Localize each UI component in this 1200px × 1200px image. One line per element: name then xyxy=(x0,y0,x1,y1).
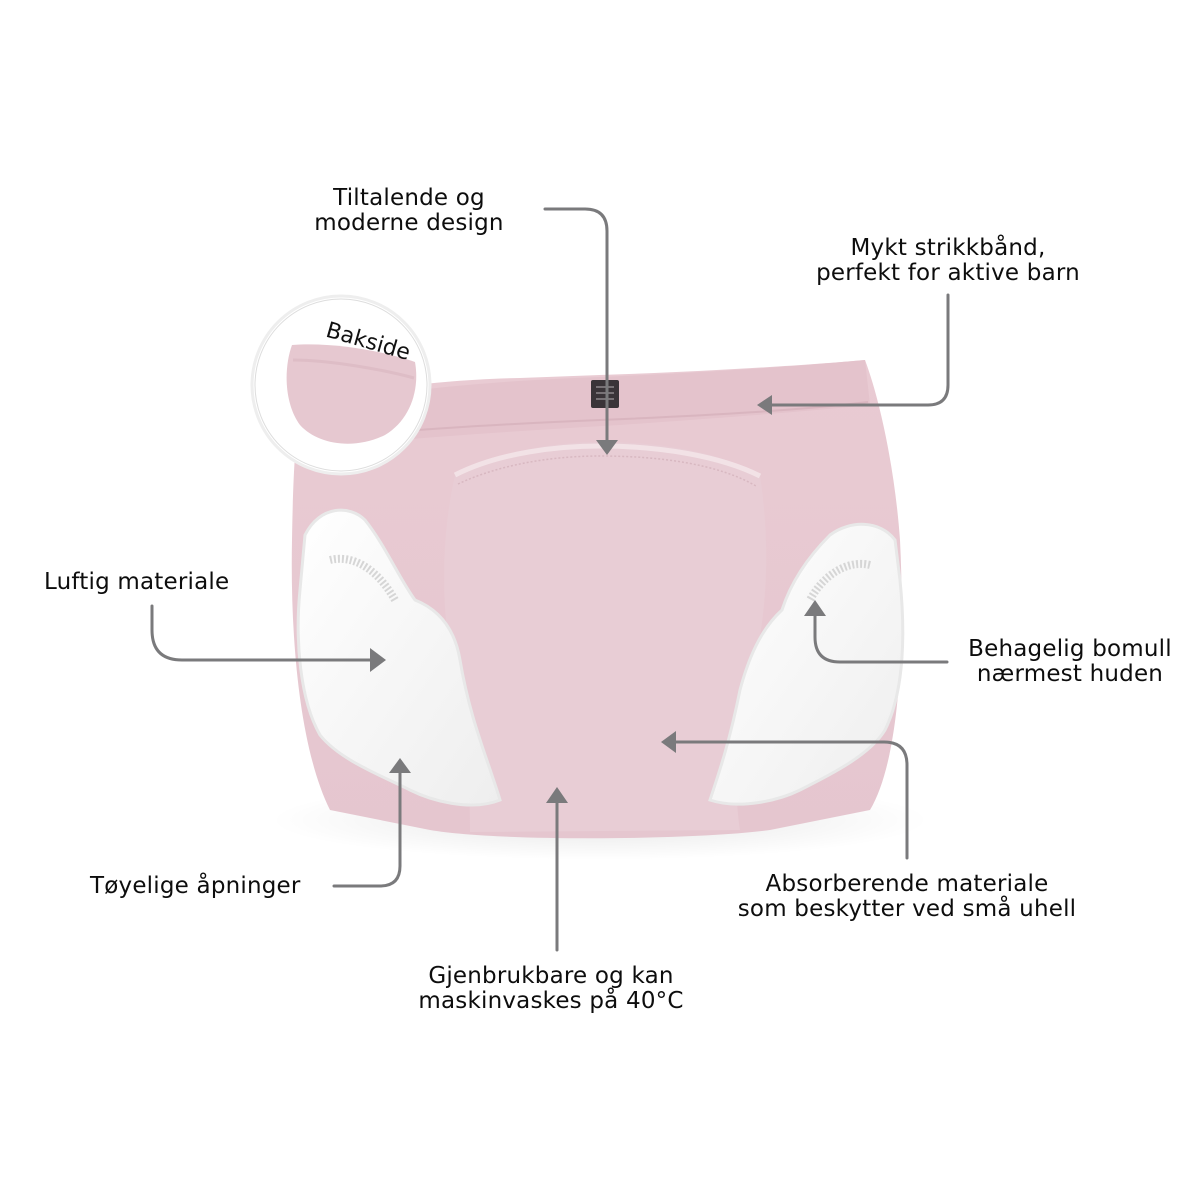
arrowhead-cotton xyxy=(804,600,826,616)
arrow-design xyxy=(543,207,609,442)
arrowhead-waistband xyxy=(757,395,772,415)
brand-tag xyxy=(591,380,619,408)
arrowhead-design xyxy=(596,440,618,455)
arrow-waistband xyxy=(768,293,950,407)
arrowhead-absorbent xyxy=(661,731,676,753)
arrowheads xyxy=(370,395,826,803)
arrow-airy xyxy=(150,604,374,662)
arrows xyxy=(150,207,950,952)
left-leg-opening xyxy=(296,508,502,807)
annotation-absorbent: Absorberende materiale som beskytter ved… xyxy=(737,871,1077,922)
right-leg-opening xyxy=(708,522,905,806)
arrowhead-openings xyxy=(389,758,411,773)
arrow-absorbent xyxy=(670,740,909,860)
arrow-cotton xyxy=(813,610,949,664)
annotation-design: Tiltalende og moderne design xyxy=(314,185,504,236)
arrow-openings xyxy=(332,768,402,888)
annotation-openings: Tøyelige åpninger xyxy=(90,873,301,899)
annotation-cotton: Behagelig bomull nærmest huden xyxy=(968,636,1172,687)
arrowhead-airy xyxy=(370,648,386,672)
annotation-waistband: Mykt strikkbånd, perfekt for aktive barn xyxy=(816,235,1080,286)
inset-back-view xyxy=(250,294,432,476)
annotation-reusable: Gjenbrukbare og kan maskinvaskes på 40°C xyxy=(418,963,684,1014)
arrowhead-reusable xyxy=(546,787,568,803)
annotation-airy: Luftig materiale xyxy=(44,569,230,595)
